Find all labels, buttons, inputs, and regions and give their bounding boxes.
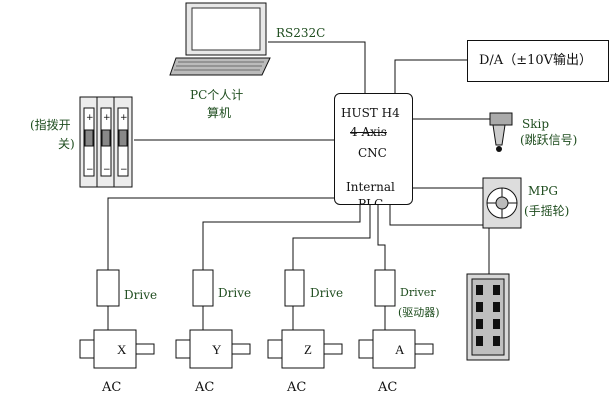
motor-letter-z: Z	[304, 342, 312, 357]
dip-switch-icon: +++ −−−	[79, 96, 133, 188]
drive-label-3: Drive	[310, 286, 344, 300]
cnc-line-2: 4 Axis	[350, 125, 387, 139]
motor-x	[79, 329, 155, 369]
da-line	[394, 59, 467, 93]
drive-box-3	[284, 269, 305, 307]
motor-z	[267, 329, 343, 369]
skip-probe-icon	[489, 112, 513, 152]
cnc-line-1: HUST H4	[341, 106, 400, 120]
ac-label-a: AC	[378, 380, 398, 395]
svg-text:−: −	[120, 165, 128, 175]
cnc-line-4: Internal	[346, 180, 395, 194]
drive1-line	[107, 197, 334, 270]
drive-label-2: Drive	[218, 286, 252, 300]
svg-text:+: +	[120, 113, 128, 123]
ac-label-y: AC	[195, 380, 215, 395]
cnc-line-3: CNC	[358, 146, 387, 160]
mpg-label-1: MPG	[528, 184, 558, 198]
skip-label-1: Skip	[522, 117, 550, 131]
drive3-line	[292, 205, 371, 270]
svg-text:+: +	[86, 113, 94, 123]
drive2-line	[202, 205, 361, 270]
svg-text:−: −	[103, 165, 111, 175]
didao-board-icon	[466, 273, 510, 361]
ac-label-x: AC	[102, 380, 122, 395]
rs232-label: RS232C	[276, 26, 326, 40]
drive4-line	[377, 205, 386, 270]
cnc-box	[334, 93, 413, 205]
pc-label-1: PC个人计	[190, 88, 244, 102]
driver-label-4: Driver	[400, 286, 436, 299]
dip-label-2: 关)	[58, 137, 75, 151]
pc-label-2: 算机	[207, 106, 232, 120]
driver-label-4-cn: (驱动器)	[398, 306, 440, 319]
drive-label-1: Drive	[124, 288, 158, 302]
skip-label-2: (跳跃信号)	[520, 133, 578, 147]
mpg-label-2: (手摇轮)	[524, 204, 570, 218]
drive-box-2	[192, 269, 214, 307]
motor-y	[175, 329, 251, 369]
didao-line	[389, 205, 490, 275]
da-box	[467, 40, 609, 82]
ac-label-z: AC	[287, 380, 307, 395]
svg-text:−: −	[86, 165, 94, 175]
da-label: D/A（±10V输出）	[479, 53, 593, 68]
motor-letter-y: Y	[212, 342, 222, 357]
motor-letter-a: A	[395, 342, 405, 357]
rs232-line	[268, 41, 366, 93]
motor-a	[358, 329, 434, 369]
svg-text:+: +	[103, 113, 111, 123]
cnc-line-5: PLC	[358, 197, 384, 205]
drive-box-1	[96, 269, 120, 307]
pc-laptop-icon	[169, 2, 271, 76]
motor-letter-x: X	[117, 342, 127, 357]
mpg-handwheel-icon	[482, 177, 522, 229]
dip-label-1: (指拨开	[30, 118, 71, 132]
drive-box-4	[374, 269, 396, 307]
